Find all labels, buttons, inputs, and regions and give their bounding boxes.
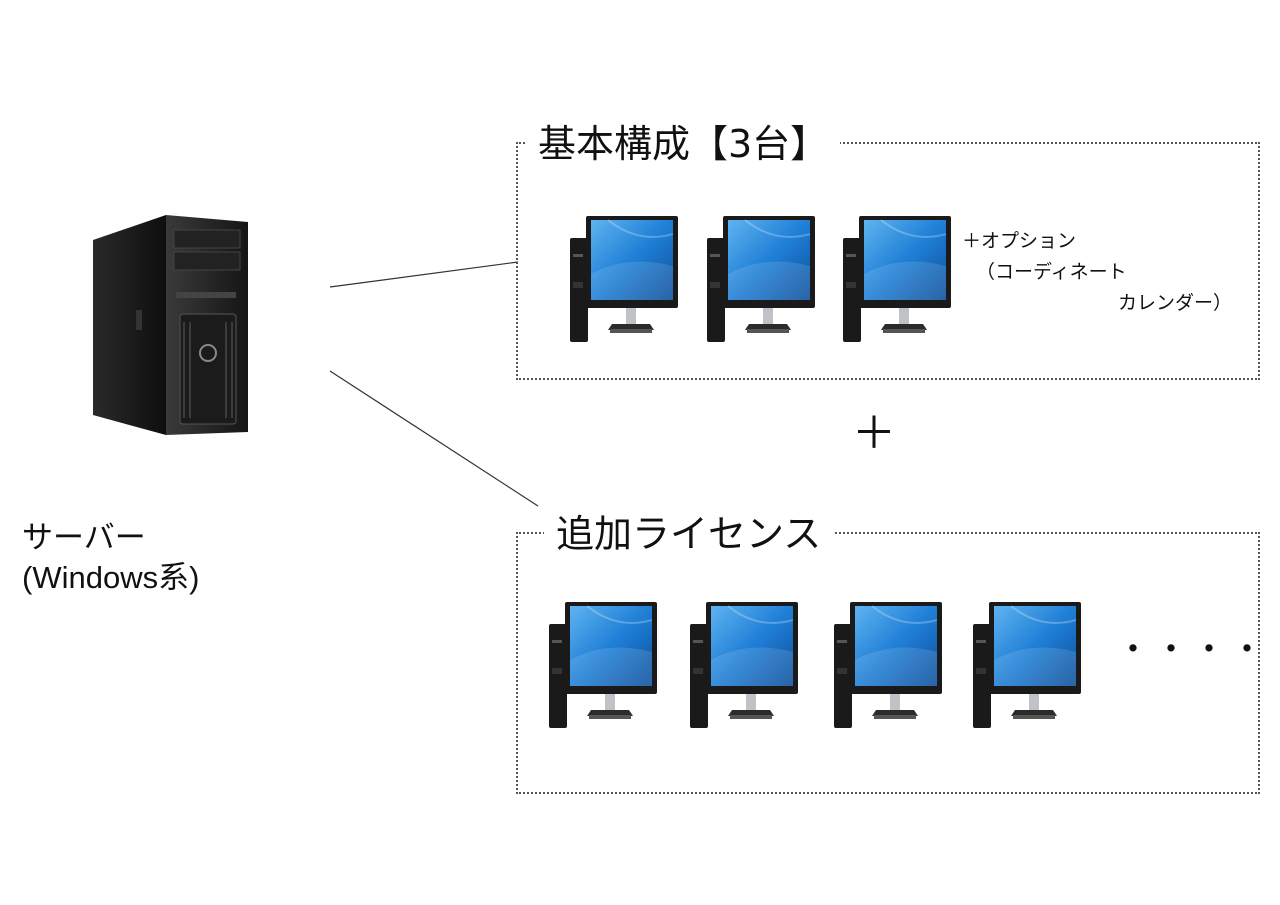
option-note-line2: （コーディネート [976, 261, 1127, 283]
desktop-pc-icon [973, 602, 1081, 728]
basic-config-group [516, 142, 1260, 380]
desktop-pc-icon [690, 602, 798, 728]
connector-to-additional [329, 370, 539, 507]
desktop-pc-icon [707, 216, 815, 342]
workstation-additional-2 [688, 600, 800, 730]
server-label-name: サーバー [22, 520, 146, 555]
option-note-line3: カレンダー） [1118, 292, 1233, 314]
workstation-additional-4 [971, 600, 1083, 730]
server-tower-icon [88, 210, 258, 445]
desktop-pc-icon [570, 216, 678, 342]
option-note-line1: ＋オプション [962, 230, 1077, 252]
workstation-additional-3 [832, 600, 944, 730]
connector-to-basic [329, 261, 519, 288]
server-label: サーバー (Windows系) [22, 518, 199, 598]
workstation-basic-1 [568, 214, 680, 344]
plus-sign: ＋ [852, 408, 896, 459]
desktop-pc-icon [834, 602, 942, 728]
basic-config-title: 基本構成【3台】 [526, 122, 841, 166]
more-indicator: ・・・・ [1116, 630, 1268, 670]
workstation-additional-1 [547, 600, 659, 730]
option-note: ＋オプション （コーディネート カレンダー） [962, 226, 1252, 319]
workstation-basic-2 [705, 214, 817, 344]
additional-license-title: 追加ライセンス [544, 512, 834, 556]
workstation-basic-3 [841, 214, 953, 344]
additional-license-group [516, 532, 1260, 794]
server-label-os: (Windows系) [22, 560, 200, 595]
desktop-pc-icon [549, 602, 657, 728]
desktop-pc-icon [843, 216, 951, 342]
